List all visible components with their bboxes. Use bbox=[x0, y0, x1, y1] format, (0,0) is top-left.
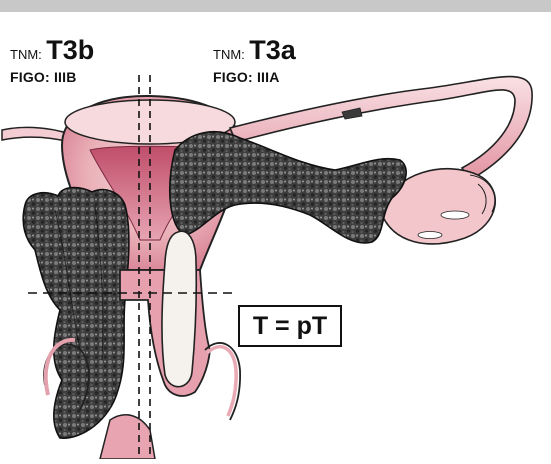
header-bar bbox=[0, 0, 551, 12]
left-tnm-stage: T3b bbox=[46, 35, 94, 65]
right-figo-label: FIGO: IIIA bbox=[213, 69, 280, 85]
right-ligament-fill bbox=[207, 347, 236, 416]
left-tnm-prefix: TNM: bbox=[10, 47, 42, 62]
left-figo-label: FIGO: IIIB bbox=[10, 69, 77, 85]
right-tnm-label: TNM: T3a bbox=[213, 35, 296, 66]
vaginal-canal bbox=[162, 231, 196, 386]
ovary-follicle bbox=[441, 211, 469, 219]
lower-vagina bbox=[100, 415, 155, 459]
left-fallopian-tube bbox=[2, 127, 70, 142]
tnm-legend-box: T = pT bbox=[238, 305, 342, 347]
ovary-follicle bbox=[418, 232, 442, 239]
right-tnm-prefix: TNM: bbox=[213, 47, 245, 62]
right-tnm-stage: T3a bbox=[249, 35, 296, 65]
left-tumor-mass bbox=[23, 188, 129, 439]
left-tnm-label: TNM: T3b bbox=[10, 35, 94, 66]
